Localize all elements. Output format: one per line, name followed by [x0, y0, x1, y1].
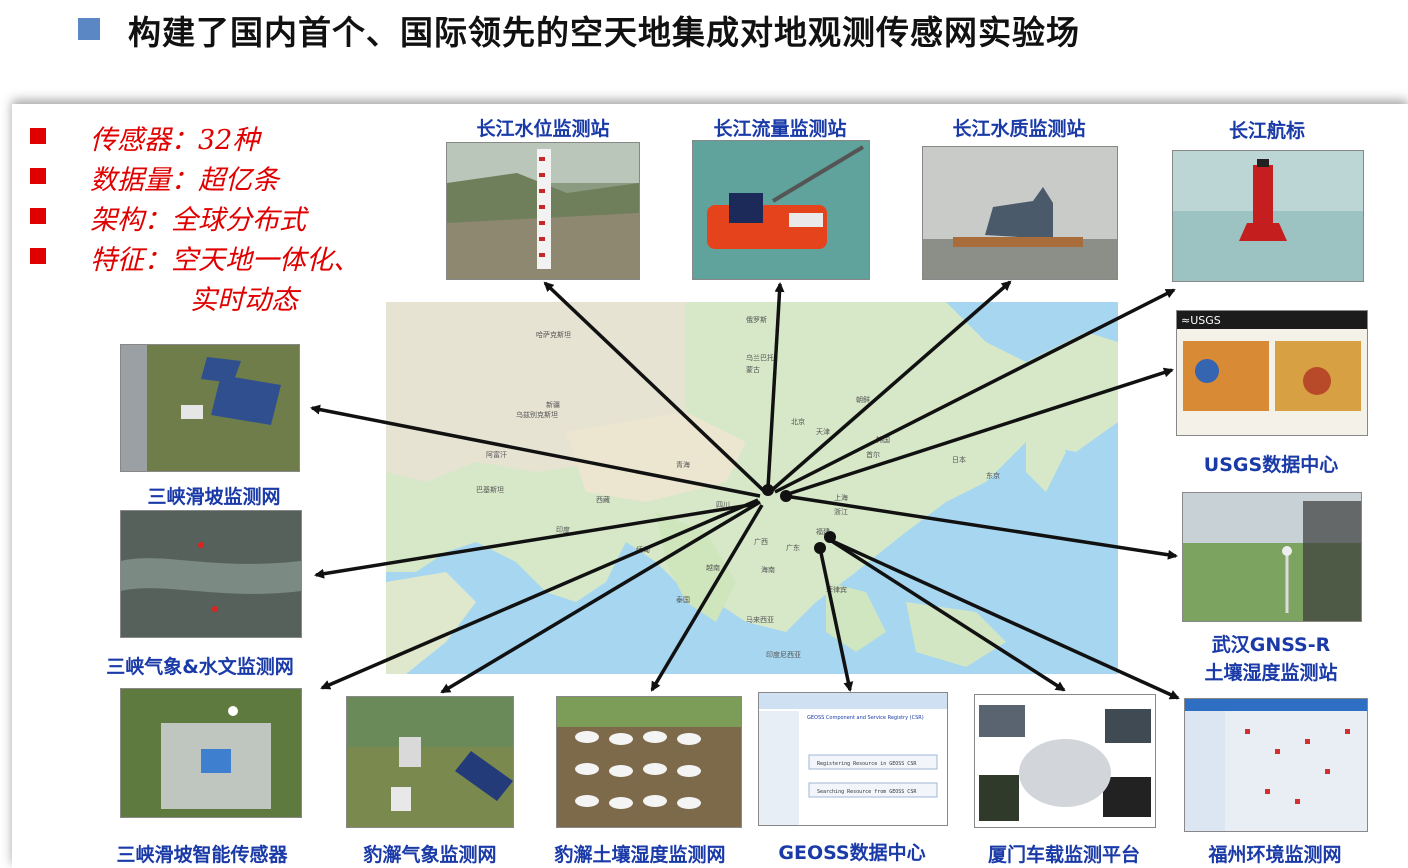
label-weather: 豹澥气象监测网 [363, 844, 497, 866]
map-label: 巴基斯坦 [476, 485, 504, 494]
map-label: 日本 [952, 455, 966, 464]
map-label: 印度尼西亚 [766, 650, 801, 659]
screenshot-usgs: ≈USGS [1176, 310, 1368, 436]
map-label: 菲律宾 [826, 585, 847, 594]
satellite-hydro [120, 510, 302, 638]
photo-water-level [446, 142, 640, 280]
photo-quality [922, 146, 1118, 280]
arrow-geoss [818, 547, 854, 692]
map-label: 印度 [556, 525, 570, 534]
map-label: 广东 [786, 543, 800, 552]
arrow-water-level [543, 281, 767, 494]
label-quality: 长江水质监测站 [952, 118, 1086, 140]
label-flow: 长江流量监测站 [713, 118, 847, 140]
map-label: 乌兹别克斯坦 [516, 410, 558, 419]
page-title: 构建了国内首个、国际领先的空天地集成对地观测传感网实验场 [128, 13, 1080, 52]
label-hydro: 三峡气象&水文监测网 [106, 656, 294, 678]
photo-xiamen [974, 694, 1156, 828]
map-label: 新疆 [546, 400, 560, 409]
label-gnss-2: 土壤湿度监测站 [1204, 662, 1338, 684]
map-label: 阿富汗 [486, 450, 507, 459]
map-label: 朝鲜 [856, 395, 870, 404]
map-label: 海南 [761, 565, 775, 574]
bullet-square-icon [30, 208, 46, 224]
map-label: 泰国 [676, 595, 690, 604]
map-label: 天津 [816, 428, 830, 436]
screenshot-fuzhou [1184, 698, 1368, 832]
map-label: 青海 [676, 460, 690, 469]
label-soil: 豹澥土壤湿度监测网 [554, 844, 726, 866]
photo-weather [346, 696, 514, 828]
label-landslide: 三峡滑坡监测网 [147, 486, 281, 508]
arrow-fuzhou [829, 538, 1180, 700]
map-label: 北京 [791, 417, 805, 426]
label-sensor: 三峡滑坡智能传感器 [116, 844, 288, 866]
map-label: 哈萨克斯坦 [536, 330, 571, 339]
geoss-heading: GEOSS Component and Service Registry (CS… [807, 715, 924, 721]
map-label: 上海 [834, 493, 848, 502]
node-fuzhou [824, 531, 836, 543]
map-label: 四川 [716, 501, 730, 509]
usgs-logo: ≈USGS [1181, 314, 1221, 327]
label-xiamen: 厦门车载监测平台 [987, 844, 1140, 866]
node-wuhan [762, 484, 774, 496]
screenshot-geoss: GEOSS Component and Service Registry (CS… [758, 692, 948, 826]
bullet-square-icon [30, 248, 46, 264]
map-label: 蒙古 [746, 365, 760, 374]
map-label: 浙江 [834, 507, 848, 516]
map-label: 韩国 [876, 435, 890, 444]
photo-sensor [120, 688, 302, 818]
arrow-landslide [310, 404, 761, 498]
arrow-quality [770, 280, 1012, 492]
arrow-weather [440, 500, 761, 694]
map-label: 福建 [816, 527, 830, 536]
node-xiamen [814, 542, 826, 554]
arrow-soil [650, 504, 764, 692]
label-usgs: USGS数据中心 [1203, 454, 1339, 476]
node-center [780, 490, 792, 502]
photo-soil [556, 696, 742, 828]
arrow-buoy [774, 288, 1176, 494]
label-gnss: 武汉GNSS-R [1211, 634, 1331, 656]
label-geoss: GEOSS数据中心 [778, 842, 926, 864]
bullet-square-icon [30, 128, 46, 144]
arrow-gnss [784, 494, 1178, 560]
map-label: 马来西亚 [746, 616, 774, 624]
geoss-register-button: Registering Resource in GEOSS CSR [817, 761, 917, 767]
photo-landslide [120, 344, 300, 472]
title-bullet [78, 18, 100, 40]
arrow-xiamen [829, 538, 1066, 692]
map-label: 广西 [754, 537, 768, 546]
map-label: 俄罗斯 [746, 315, 767, 324]
map-label: 西藏 [596, 495, 610, 504]
arrow-usgs [784, 367, 1174, 497]
map-label: 越南 [706, 563, 720, 572]
bullet-square-icon [30, 168, 46, 184]
map-label: 首尔 [866, 450, 880, 459]
map-label: 乌兰巴托 [746, 353, 774, 362]
label-fuzhou: 福州环境监测网 [1208, 844, 1342, 866]
arrow-hydro [314, 502, 757, 579]
geoss-search-button: Searching Resource from GEOSS CSR [817, 789, 917, 795]
label-water-level: 长江水位监测站 [476, 118, 610, 140]
map-label: 东京 [986, 471, 1000, 480]
photo-flow [692, 140, 870, 280]
arrow-flow [766, 282, 785, 489]
photo-buoy [1172, 150, 1364, 282]
photo-gnss [1182, 492, 1362, 622]
arrow-sensor [320, 498, 759, 690]
label-buoy: 长江航标 [1228, 120, 1305, 142]
